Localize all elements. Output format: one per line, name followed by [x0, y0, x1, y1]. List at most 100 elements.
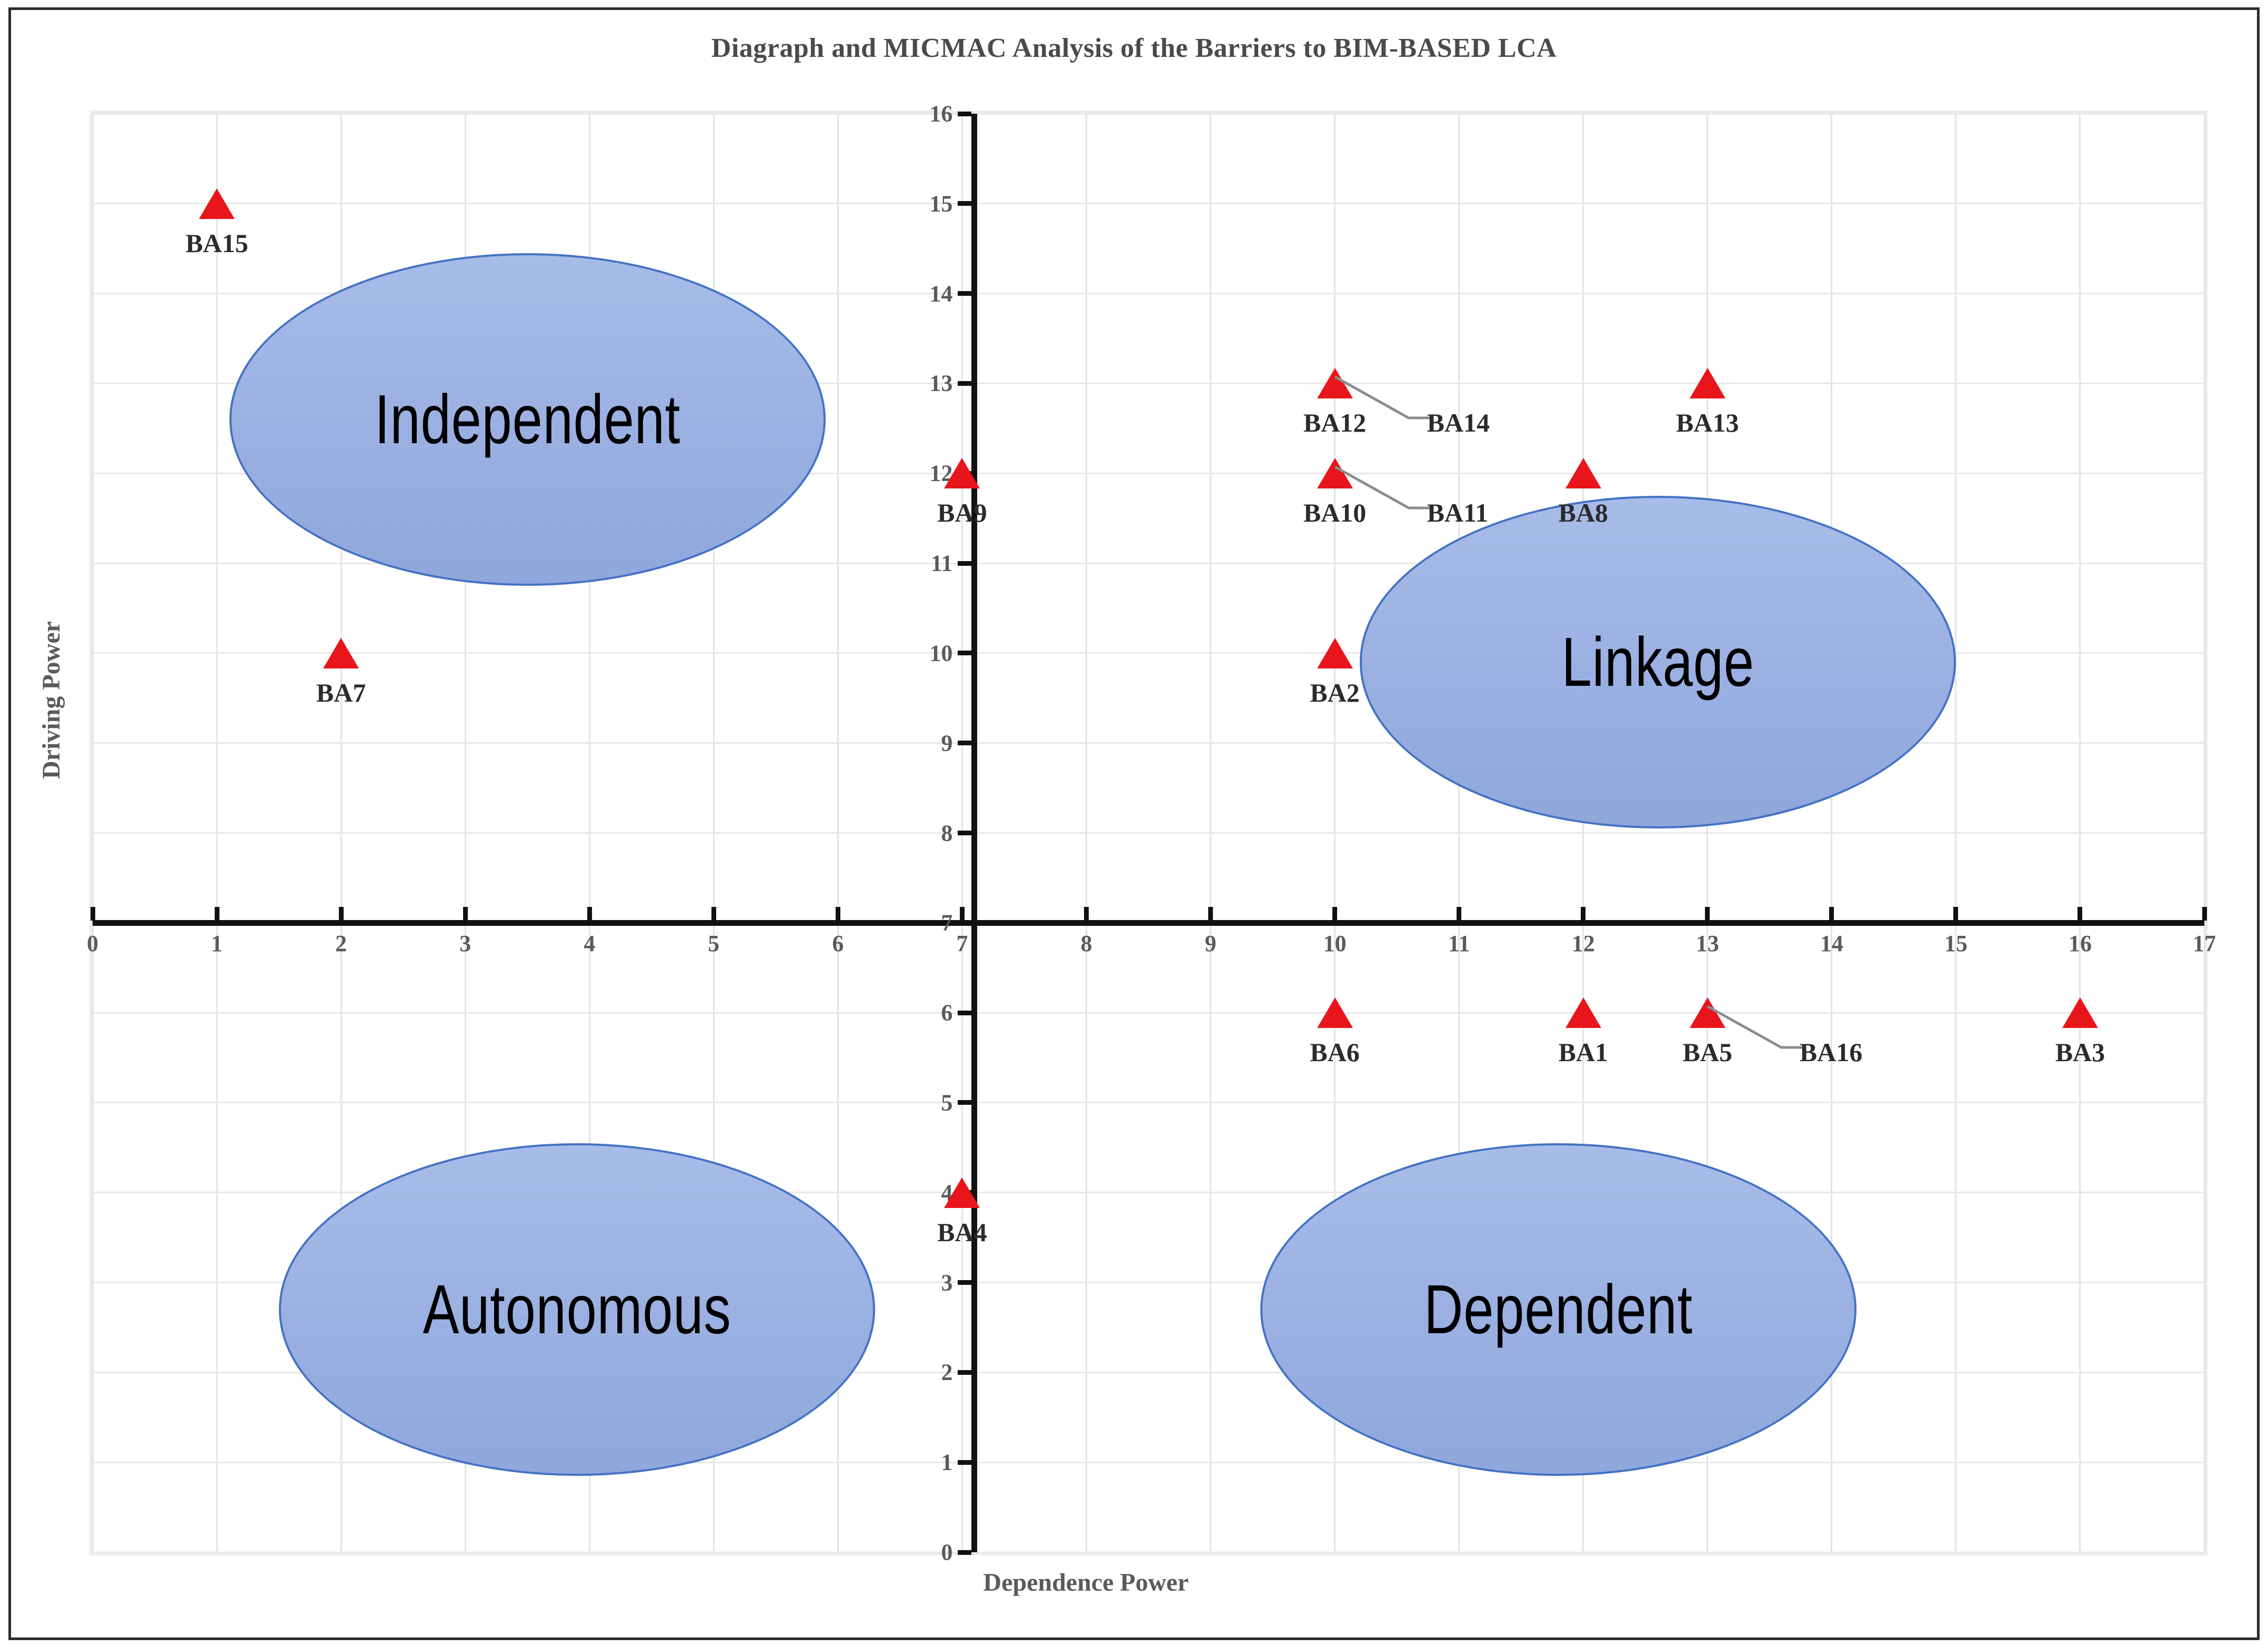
y-axis-tick: [958, 1010, 972, 1015]
x-tick-label: 3: [459, 931, 471, 957]
y-axis-tick: [958, 831, 972, 835]
data-point-marker[interactable]: [1565, 997, 1601, 1028]
x-axis-tick: [214, 907, 219, 921]
x-tick-label: 2: [335, 931, 347, 957]
x-tick-label: 0: [87, 931, 98, 957]
gridline-horizontal: [93, 472, 2204, 474]
x-axis-tick: [2078, 907, 2083, 921]
data-point-marker[interactable]: [1689, 997, 1725, 1028]
data-point-marker[interactable]: [1317, 368, 1353, 399]
quadrant-zone-label: Autonomous: [423, 1271, 731, 1349]
data-point-marker[interactable]: [1317, 637, 1353, 668]
gridline-horizontal: [93, 113, 2204, 115]
y-tick-label: 16: [929, 101, 953, 127]
x-tick-label: 8: [1080, 931, 1092, 957]
x-tick-label: 1: [211, 931, 223, 957]
data-point-label: BA15: [185, 228, 248, 258]
data-point-marker[interactable]: [1317, 458, 1353, 489]
data-point-marker[interactable]: [1689, 368, 1725, 399]
gridline-horizontal: [93, 293, 2204, 295]
x-axis-tick: [959, 907, 965, 921]
data-point-marker[interactable]: [323, 637, 359, 668]
y-tick-label: 2: [941, 1359, 953, 1385]
data-point-marker[interactable]: [1565, 458, 1601, 489]
gridline-horizontal: [93, 832, 2204, 834]
y-tick-label: 14: [929, 281, 953, 307]
x-axis-title: Dependence Power: [983, 1569, 1189, 1596]
data-point-label: BA9: [937, 498, 987, 528]
x-axis-tick: [1953, 907, 1959, 921]
y-axis-tick: [958, 381, 972, 386]
y-axis-tick: [958, 1550, 972, 1555]
x-tick-label: 10: [1323, 931, 1347, 957]
x-axis-line: [93, 920, 2204, 926]
data-point-marker[interactable]: [1317, 997, 1353, 1028]
gridline-horizontal: [93, 1102, 2204, 1104]
y-axis-tick: [958, 651, 972, 656]
quadrant-zone-dependent: Dependent: [1260, 1143, 1857, 1476]
y-axis-tick: [958, 561, 972, 566]
x-tick-label: 17: [2193, 931, 2216, 957]
x-tick-label: 4: [584, 931, 596, 957]
data-point-marker[interactable]: [199, 188, 235, 219]
data-point-label: BA12: [1303, 408, 1367, 438]
y-axis-tick: [958, 111, 972, 116]
x-axis-tick: [338, 907, 344, 921]
data-point-callout-label: BA14: [1427, 408, 1490, 438]
x-axis-tick: [711, 907, 716, 921]
y-tick-label: 8: [941, 820, 953, 846]
x-tick-label: 16: [2068, 931, 2092, 957]
y-tick-label: 0: [941, 1539, 953, 1565]
x-tick-label: 13: [1695, 931, 1719, 957]
data-point-marker[interactable]: [2062, 997, 2098, 1028]
data-point-label: BA3: [2055, 1037, 2105, 1067]
x-axis-tick: [587, 907, 592, 921]
data-point-label: BA5: [1682, 1037, 1732, 1067]
x-axis-tick: [463, 907, 468, 921]
data-point-marker[interactable]: [944, 1177, 980, 1208]
gridline-horizontal: [93, 382, 2204, 384]
y-axis-tick: [958, 1100, 972, 1105]
y-tick-label: 1: [941, 1449, 953, 1475]
data-point-label: BA4: [937, 1217, 987, 1247]
y-axis-tick: [958, 201, 972, 206]
gridline-horizontal: [93, 1551, 2204, 1553]
y-axis-tick: [958, 920, 972, 925]
chart-title: Diagraph and MICMAC Analysis of the Barr…: [711, 33, 1557, 63]
x-axis-tick: [1829, 907, 1834, 921]
quadrant-zone-label: Independent: [374, 381, 680, 458]
x-tick-label: 9: [1205, 931, 1217, 957]
y-axis-tick: [958, 741, 972, 746]
gridline-horizontal: [93, 1461, 2204, 1463]
gridline-horizontal: [93, 203, 2204, 205]
y-tick-label: 6: [941, 1000, 953, 1026]
y-tick-label: 15: [929, 191, 953, 217]
data-point-label: BA7: [316, 677, 366, 707]
quadrant-zone-autonomous: Autonomous: [279, 1143, 876, 1476]
x-axis-tick: [1581, 907, 1586, 921]
gridline-horizontal: [93, 1012, 2204, 1014]
gridline-vertical: [2203, 114, 2205, 1552]
gridline-horizontal: [93, 1371, 2204, 1373]
y-axis-tick: [958, 1460, 972, 1465]
data-point-callout-label: BA11: [1427, 498, 1489, 528]
y-tick-label: 11: [930, 550, 953, 576]
x-axis-tick: [2202, 907, 2207, 921]
gridline-horizontal: [93, 1282, 2204, 1284]
x-axis-tick: [1208, 907, 1213, 921]
data-point-marker[interactable]: [944, 458, 980, 489]
data-point-callout-label: BA16: [1799, 1037, 1863, 1067]
x-tick-label: 6: [832, 931, 844, 957]
y-axis-line: [971, 114, 978, 1552]
x-tick-label: 14: [1820, 931, 1843, 957]
x-axis-tick: [1083, 907, 1089, 921]
y-axis-tick: [958, 1370, 972, 1375]
x-axis-tick: [835, 907, 840, 921]
quadrant-zone-linkage: Linkage: [1359, 495, 1956, 828]
gridline-horizontal: [93, 652, 2204, 654]
data-point-label: BA2: [1310, 677, 1360, 707]
y-tick-label: 9: [941, 730, 953, 756]
